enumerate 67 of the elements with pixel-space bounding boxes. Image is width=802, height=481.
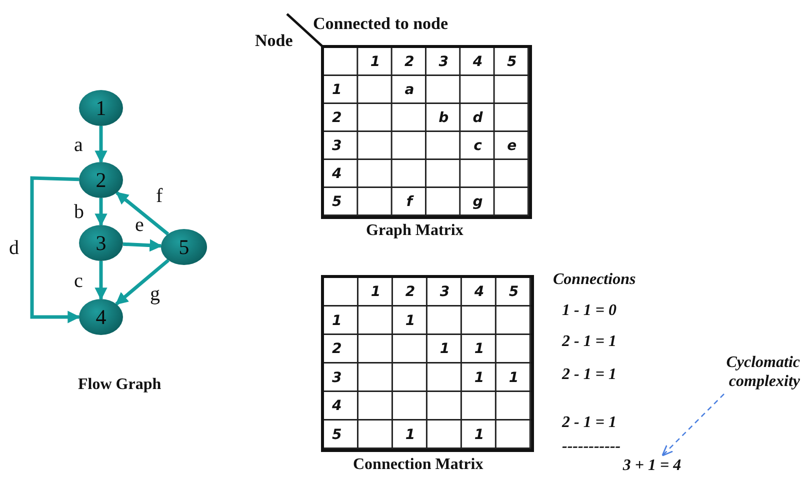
row-header: 1 (332, 312, 342, 329)
edge-label: c (74, 270, 83, 293)
column-header: 3 (438, 54, 448, 70)
formula-text: 2 - 1 = 1 (562, 333, 616, 351)
caption-text: Connected to node (313, 14, 448, 34)
formula-text: 1 - 1 = 0 (562, 302, 616, 320)
arrow (94, 198, 108, 226)
row-header: 3 (332, 138, 342, 154)
result-formula: 3 + 1 = 4 (612, 456, 692, 476)
arrow (30, 176, 80, 324)
formula-text: 2 - 1 = 1 (562, 414, 616, 432)
formula-text: 2 - 1 = 1 (562, 366, 616, 384)
matrix-entry: e (507, 138, 517, 154)
edge-label: d (9, 237, 19, 260)
matrix-entry: 1 (474, 341, 484, 358)
row-header: 5 (332, 426, 342, 443)
arrow (116, 191, 170, 236)
matrix-entry: f (406, 194, 412, 210)
edge-label: b (74, 201, 84, 224)
formula-text: Connections (553, 271, 636, 289)
annotation-text: Cyclomatic complexity (690, 353, 800, 392)
flow-node: 2 (79, 162, 123, 198)
edge-label: e (135, 214, 144, 237)
matrix-entry: 1 (474, 426, 484, 443)
matrix-entry: 1 (405, 426, 416, 443)
caption-text: Node (255, 31, 293, 51)
column-header: 2 (405, 284, 416, 300)
matrix-entry: a (404, 82, 414, 98)
row-header: 4 (332, 166, 342, 182)
column-header: 4 (474, 284, 484, 300)
matrix-entry: 1 (474, 370, 484, 386)
edge-label: g (150, 283, 160, 306)
flow-node: 5 (161, 229, 207, 265)
column-header: 1 (370, 284, 381, 300)
flow-node: 1 (79, 90, 123, 126)
edge-label: f (156, 185, 163, 208)
column-header: 5 (507, 54, 517, 70)
formula-text: ----------- (562, 438, 621, 456)
caption-text: Connection Matrix (353, 456, 484, 474)
dashed-arrow (662, 394, 724, 456)
matrix-entry: 1 (508, 370, 519, 386)
edge-label: a (74, 134, 83, 157)
flow-node: 3 (79, 225, 123, 261)
row-header: 4 (332, 398, 342, 414)
column-header: 1 (370, 54, 380, 70)
arrow (115, 258, 170, 306)
flow-node: 4 (79, 299, 123, 335)
row-header: 1 (332, 82, 342, 98)
arrow (94, 261, 108, 300)
row-header: 3 (332, 370, 342, 386)
matrix-entry: 1 (440, 341, 450, 358)
matrix-entry: g (472, 194, 483, 210)
row-header: 2 (332, 341, 342, 358)
arrow (94, 126, 108, 164)
matrix-entry: b (438, 110, 449, 126)
matrix-entry: c (474, 138, 482, 154)
column-header: 5 (508, 284, 519, 300)
column-header: 4 (472, 54, 483, 70)
matrix-entry: d (472, 110, 483, 126)
arrow (122, 239, 162, 252)
column-header: 2 (404, 54, 414, 70)
caption-text: Graph Matrix (366, 222, 464, 240)
row-header: 2 (332, 110, 342, 126)
matrix-entry: 1 (405, 312, 416, 329)
column-header: 3 (440, 284, 450, 300)
row-header: 5 (332, 194, 342, 210)
caption-text: Flow Graph (78, 376, 162, 394)
